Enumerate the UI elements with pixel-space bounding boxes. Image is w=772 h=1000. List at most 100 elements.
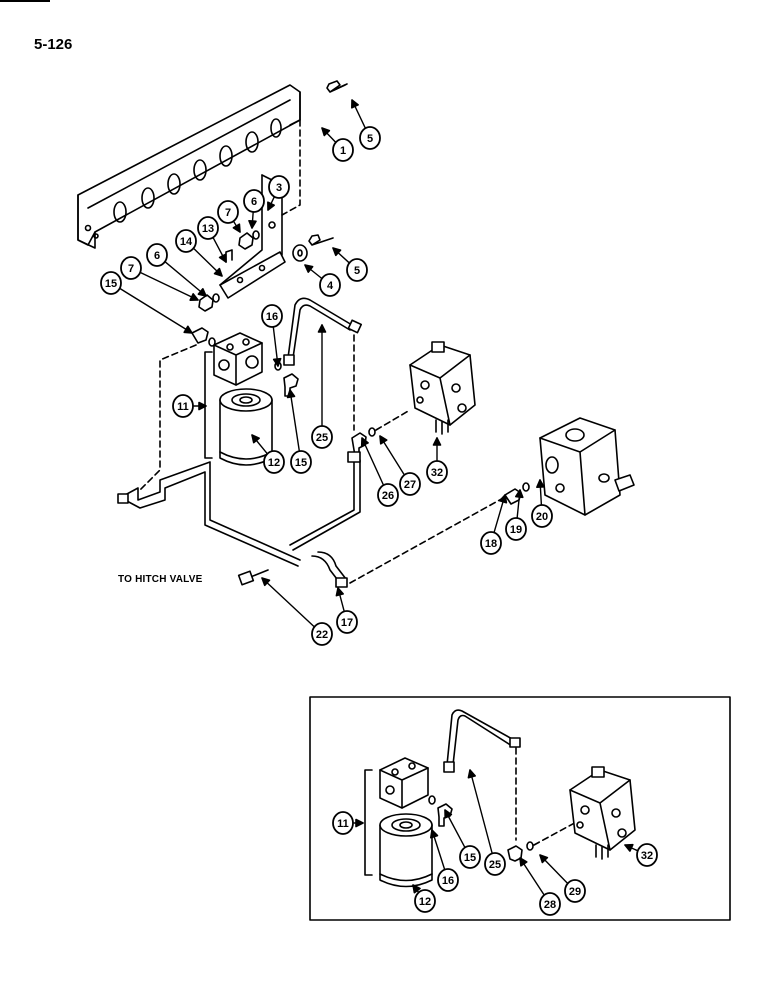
- callout-circle: [146, 243, 168, 267]
- callout-c12a: 12: [251, 434, 285, 474]
- callout-c19: 19: [505, 489, 527, 541]
- callout-c25b: 25: [467, 769, 506, 876]
- arrowhead: [304, 264, 314, 273]
- leader-line: [119, 288, 193, 334]
- arrowhead: [335, 587, 344, 597]
- callout-circle: [359, 126, 381, 150]
- callout-number: 3: [276, 182, 282, 194]
- arrowhead: [267, 201, 275, 211]
- callout-c3: 3: [267, 175, 290, 211]
- arrowhead: [519, 857, 528, 867]
- callout-circle: [332, 811, 354, 835]
- callout-c29: 29: [539, 854, 586, 903]
- callout-circle: [414, 889, 436, 913]
- callout-number: 7: [225, 207, 231, 219]
- callout-c28: 28: [519, 857, 561, 916]
- leader-line: [261, 577, 315, 628]
- arrowhead: [332, 247, 342, 257]
- callout-number: 32: [641, 850, 653, 862]
- callout-c7a: 7: [217, 200, 241, 233]
- control-valve-32: [409, 341, 476, 435]
- top-rule: [0, 0, 50, 2]
- arrowhead: [444, 809, 453, 819]
- callout-number: 12: [419, 896, 431, 908]
- callout-circle: [336, 610, 358, 634]
- callout-circle: [243, 189, 265, 213]
- callout-c16b: 16: [429, 829, 459, 892]
- hardware: [198, 80, 348, 312]
- callout-number: 6: [251, 196, 257, 208]
- arrowhead: [467, 769, 476, 779]
- to-hitch-valve-label: TO HITCH VALVE: [118, 574, 203, 585]
- callout-number: 32: [431, 467, 443, 479]
- callout-c22: 22: [261, 577, 333, 646]
- callout-circle: [459, 845, 481, 869]
- callout-number: 13: [202, 223, 214, 235]
- leader-line: [140, 272, 199, 301]
- callout-c15c: 15: [444, 809, 481, 869]
- callout-circle: [437, 868, 459, 892]
- callout-circle: [377, 483, 399, 507]
- callout-c27: 27: [379, 435, 421, 496]
- callout-circle: [426, 460, 448, 484]
- arrowhead: [197, 288, 207, 297]
- callout-number: 7: [128, 263, 134, 275]
- callout-circle: [290, 450, 312, 474]
- arrowhead: [183, 325, 193, 334]
- filter-assembly: [204, 332, 273, 466]
- callout-circle: [217, 200, 239, 224]
- callout-number: 5: [367, 133, 373, 145]
- callout-number: 6: [154, 250, 160, 262]
- callout-number: 18: [485, 538, 497, 550]
- callout-number: 11: [177, 401, 189, 413]
- callout-number: 17: [341, 617, 353, 629]
- arrowhead: [213, 267, 223, 277]
- callout-c18: 18: [480, 494, 508, 555]
- arrowhead: [355, 818, 364, 828]
- callout-c32b: 32: [624, 843, 658, 867]
- callout-c17: 17: [335, 587, 358, 634]
- callout-circle: [346, 258, 368, 282]
- callout-circle: [268, 175, 290, 199]
- callout-c20: 20: [531, 479, 553, 528]
- callout-circle: [311, 622, 333, 646]
- arrowhead: [360, 437, 369, 447]
- callout-circle: [263, 450, 285, 474]
- callout-number: 29: [569, 886, 581, 898]
- arrowhead: [539, 854, 549, 864]
- callout-circle: [531, 504, 553, 528]
- callout-circle: [120, 256, 142, 280]
- callout-layer: 1537613145467151611152512262732181920221…: [100, 99, 658, 916]
- callout-c6b: 6: [146, 243, 207, 297]
- callout-c14: 14: [175, 229, 223, 277]
- arrowhead: [379, 435, 388, 445]
- callout-number: 27: [404, 479, 416, 491]
- callout-circle: [480, 531, 502, 555]
- callout-c26: 26: [360, 437, 399, 507]
- arrowhead: [189, 293, 199, 301]
- callout-circle: [261, 304, 283, 328]
- callout-number: 19: [510, 524, 522, 536]
- callout-circle: [332, 138, 354, 162]
- callout-number: 20: [536, 511, 548, 523]
- callout-number: 14: [180, 236, 193, 248]
- arrowhead: [321, 127, 331, 137]
- callout-number: 15: [295, 457, 307, 469]
- tube-25: [283, 297, 363, 366]
- arrowhead: [232, 223, 241, 233]
- lower-tubing: [117, 344, 506, 588]
- arrowhead: [624, 843, 634, 852]
- callout-number: 12: [268, 457, 280, 469]
- callout-number: 4: [327, 280, 334, 292]
- callout-c11b: 11: [332, 811, 364, 835]
- callout-circle: [539, 892, 561, 916]
- callout-circle: [484, 852, 506, 876]
- callout-c15b: 15: [286, 389, 312, 474]
- arrowhead: [536, 479, 545, 488]
- arrowhead: [412, 884, 421, 894]
- callout-c4: 4: [304, 264, 341, 297]
- callout-c16a: 16: [261, 304, 283, 367]
- arrowhead: [286, 389, 296, 399]
- callout-circle: [505, 517, 527, 541]
